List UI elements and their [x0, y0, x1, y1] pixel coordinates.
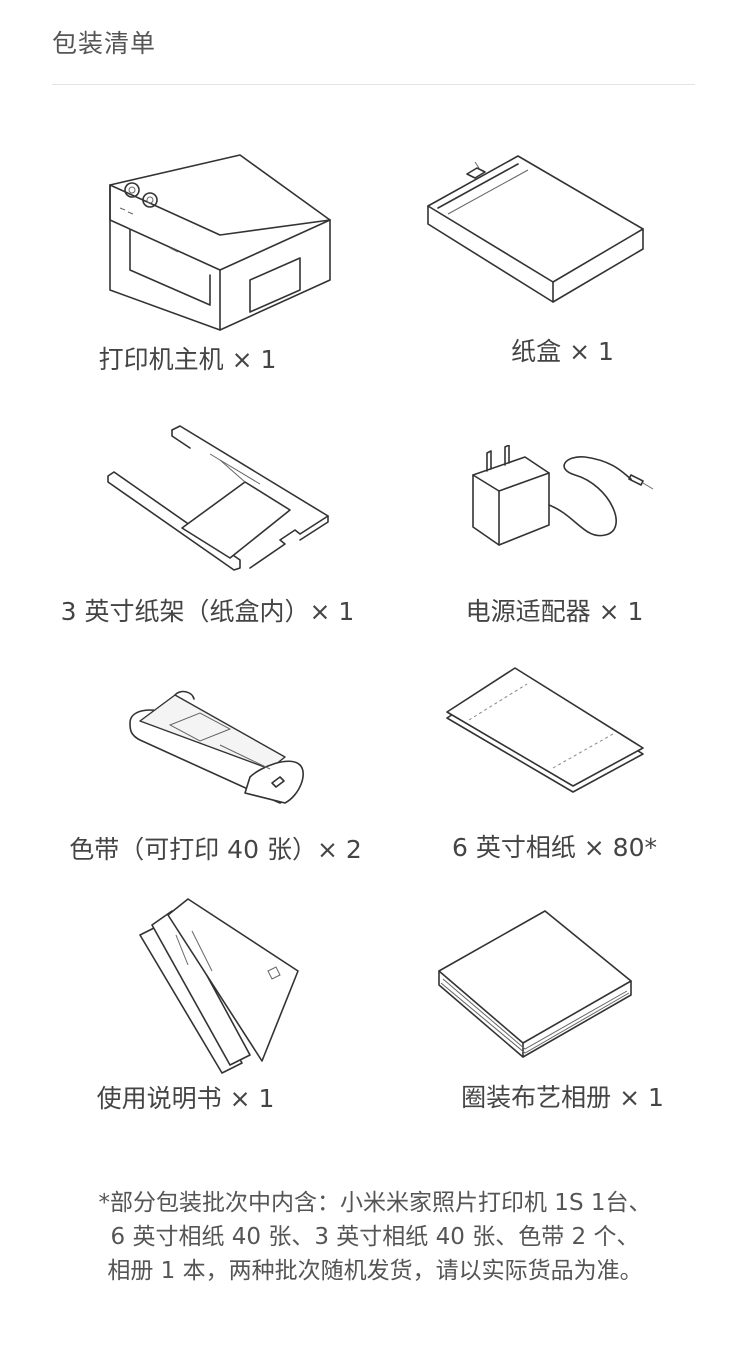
item-label: 电源适配器 × 1: [465, 597, 644, 626]
item-power-adapter: 电源适配器 × 1: [375, 420, 750, 640]
printer-icon: [109, 154, 331, 331]
item-label: 6 英寸相纸 × 80*: [451, 833, 657, 862]
item-paper-tray: 纸盒 × 1: [375, 140, 750, 380]
item-label: 打印机主机 × 1: [98, 345, 277, 374]
item-photo-paper: 6 英寸相纸 × 80*: [375, 660, 750, 880]
footnote-line: *部分包装批次中内含：小米米家照片打印机 1S 1台、: [98, 1190, 652, 1216]
item-manual: 使用说明书 × 1: [0, 895, 375, 1115]
footnote-line: 相册 1 本，两种批次随机发货，请以实际货品为准。: [107, 1258, 643, 1284]
item-printer: 打印机主机 × 1: [0, 140, 375, 380]
item-ink-ribbon: 色带（可打印 40 张）× 2: [0, 680, 375, 900]
header-divider: [52, 84, 695, 85]
item-label: 3 英寸纸架（纸盒内）× 1: [60, 597, 355, 626]
footnote-line: 6 英寸相纸 40 张、3 英寸相纸 40 张、色带 2 个、: [110, 1224, 640, 1250]
item-label: 使用说明书 × 1: [96, 1084, 275, 1113]
paper-holder-icon: [107, 425, 329, 571]
power-adapter-icon: [472, 445, 654, 546]
item-paper-holder: 3 英寸纸架（纸盒内）× 1: [0, 420, 375, 640]
paper-tray-icon: [427, 155, 644, 303]
item-label: 色带（可打印 40 张）× 2: [69, 835, 362, 864]
ink-ribbon-icon: [129, 690, 304, 804]
item-label: 纸盒 × 1: [511, 337, 614, 366]
footnote: *部分包装批次中内含：小米米家照片打印机 1S 1台、 6 英寸相纸 40 张、…: [30, 1186, 720, 1288]
manual-icon: [139, 898, 299, 1074]
photo-album-icon: [438, 910, 632, 1058]
item-label: 圈装布艺相册 × 1: [461, 1083, 664, 1112]
item-photo-album: 圈装布艺相册 × 1: [375, 905, 750, 1115]
photo-paper-icon: [446, 667, 644, 793]
header-title: 包装清单: [52, 29, 157, 58]
